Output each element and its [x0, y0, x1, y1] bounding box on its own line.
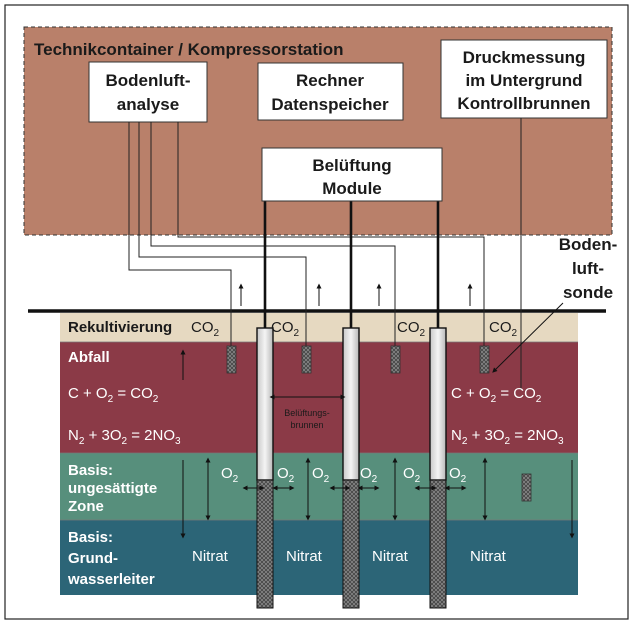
aeration-wells [256, 327, 447, 609]
soil-gas-probes [226, 345, 532, 502]
soil-gas-analysis-box [88, 61, 208, 123]
container-title: Technikcontainer / Kompressorstation [34, 40, 344, 59]
outer-frame [4, 4, 629, 620]
aeration-module-box [261, 147, 443, 202]
aeration-label-line2: Module [322, 179, 382, 198]
layer-unsaturated-zone [60, 453, 578, 520]
equation-nitrogen-right: N2 + 3O2 = 2NO3 [451, 427, 564, 447]
co2-label-3: CO2 [397, 319, 426, 339]
well-label-line2: brunnen [290, 420, 323, 430]
equation-carbon-left: C + O2 = CO2 [68, 385, 159, 405]
probe-label-line2: luft- [572, 259, 604, 278]
aquifer-label-line2: Grund- [68, 550, 118, 567]
vertical-flow-arrows [205, 457, 488, 521]
computer-label-line1: Rechner [296, 71, 364, 90]
pressure-label-line2: im Untergrund [465, 71, 582, 90]
nitrate-label-3: Nitrat [372, 548, 409, 565]
nitrate-label-1: Nitrat [192, 548, 229, 565]
unsaturated-label-line1: Basis: [68, 462, 113, 479]
aeration-supply-lines [263, 201, 440, 328]
probe-label-line3: sonde [563, 283, 613, 302]
computer-box [257, 62, 404, 121]
recultivation-label: Rekultivierung [68, 319, 172, 336]
waste-label: Abfall [68, 349, 110, 366]
aquifer-label-line1: Basis: [68, 529, 113, 546]
pressure-label-line3: Kontrollbrunnen [457, 94, 590, 113]
well-label-line1: Belüftungs- [284, 408, 330, 418]
o2-label-4: O2 [360, 465, 378, 485]
layer-aquifer [60, 520, 578, 595]
gas-up-arrows [180, 283, 473, 380]
computer-label-line2: Datenspeicher [271, 95, 389, 114]
probe-pointer-arrow [492, 302, 564, 373]
co2-label-4: CO2 [489, 319, 518, 339]
o2-label-5: O2 [403, 465, 421, 485]
nitrate-label-2: Nitrat [286, 548, 323, 565]
aeration-label-line1: Belüftung [312, 156, 391, 175]
probe-label-line1: Boden- [559, 235, 618, 254]
co2-label-1: CO2 [191, 319, 220, 339]
pressure-measurement-box [440, 39, 608, 119]
pressure-label-line1: Druckmessung [463, 48, 586, 67]
layer-recultivation [60, 313, 578, 342]
co2-label-2: CO2 [271, 319, 300, 339]
o2-label-3: O2 [312, 465, 330, 485]
unsaturated-label-line3: Zone [68, 498, 104, 515]
o2-label-2: O2 [277, 465, 295, 485]
unsaturated-label-line2: ungesättigte [68, 480, 157, 497]
soil-gas-label-line2: analyse [117, 95, 179, 114]
o2-label-6: O2 [449, 465, 467, 485]
equation-carbon-right: C + O2 = CO2 [451, 385, 542, 405]
aquifer-label-line3: wasserleiter [67, 571, 155, 588]
o2-label-1: O2 [221, 465, 239, 485]
equation-nitrogen-left: N2 + 3O2 = 2NO3 [68, 427, 181, 447]
nitrate-label-4: Nitrat [470, 548, 507, 565]
soil-gas-label-line1: Bodenluft- [106, 71, 191, 90]
down-arrows [180, 460, 575, 539]
